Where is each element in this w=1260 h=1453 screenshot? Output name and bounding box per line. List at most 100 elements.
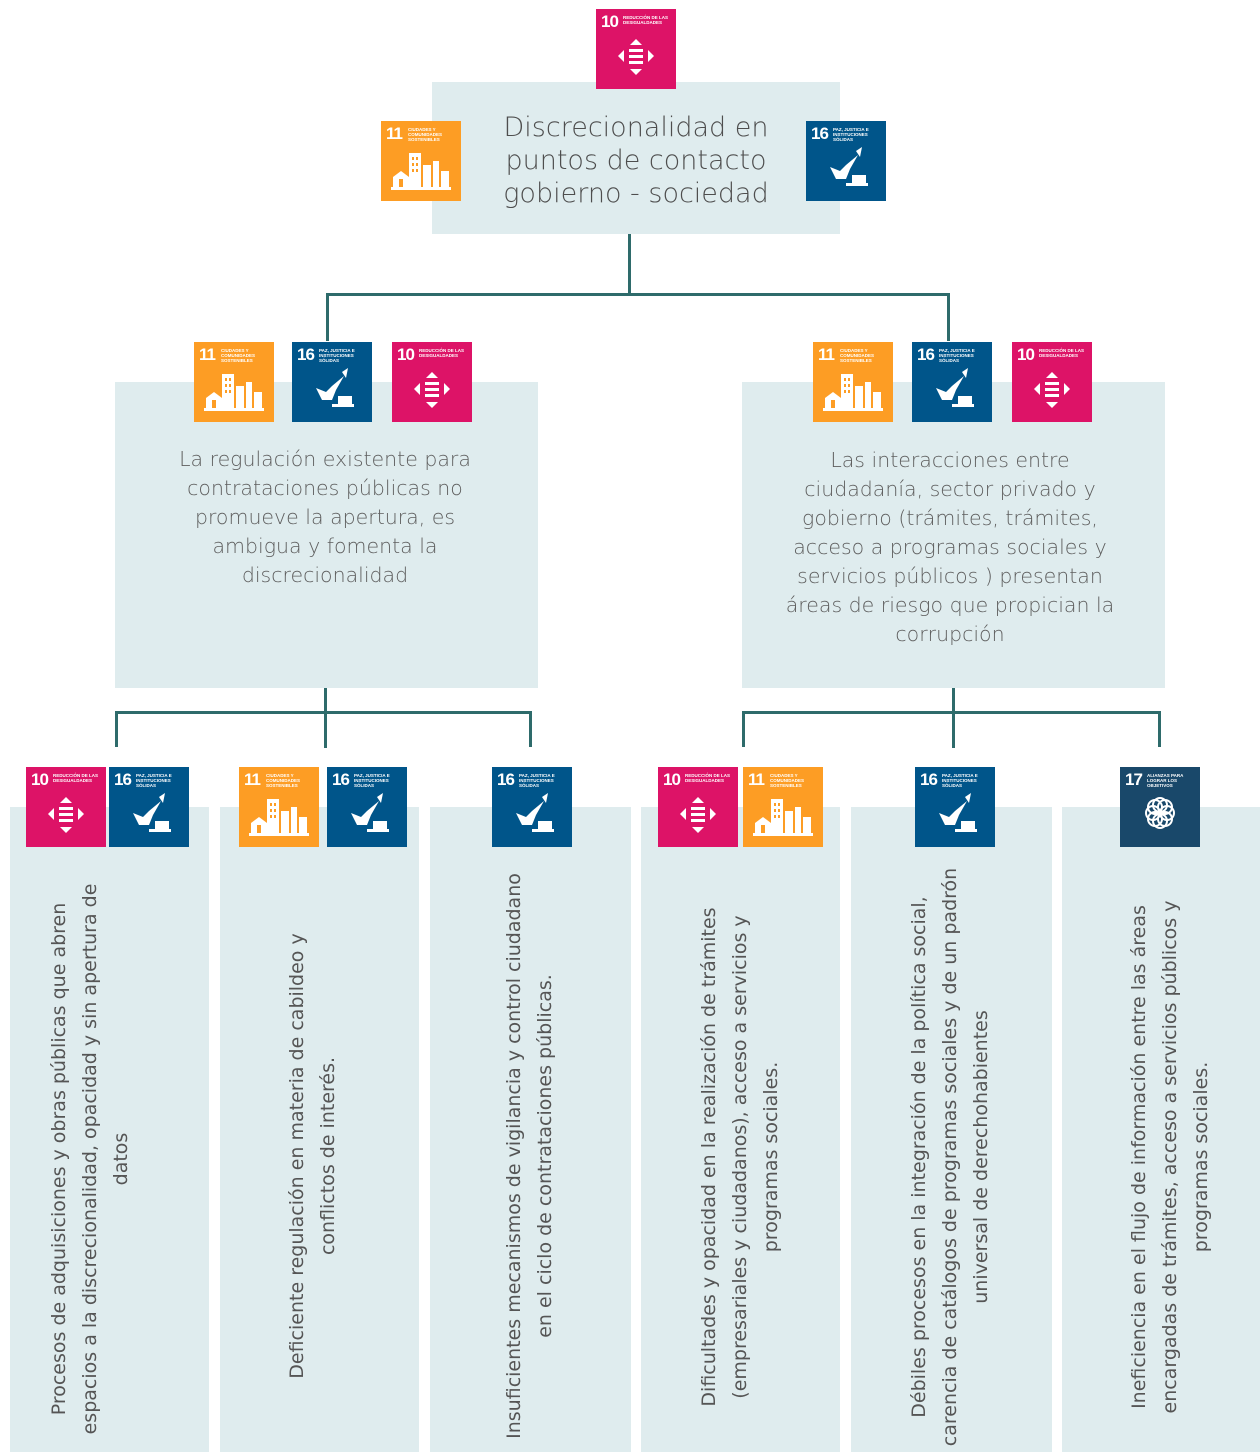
sustainable-cities-icon xyxy=(204,374,264,411)
sdg16-badge: 16 PAZ, JUSTICIA E INSTITUCIONES SÓLIDAS xyxy=(915,767,995,847)
connector-leaf-4 xyxy=(742,711,745,747)
sdg-number: 11 xyxy=(748,770,765,789)
sdg-number: 16 xyxy=(917,345,935,364)
sdg-caption: PAZ, JUSTICIA E INSTITUCIONES SÓLIDAS xyxy=(942,773,978,788)
connector-leaf-1 xyxy=(115,711,118,747)
peace-justice-icon xyxy=(830,147,868,186)
leaf-text-5: Débiles procesos en la integración de la… xyxy=(907,867,992,1447)
sdg11-badge: 11 CIUDADES Y COMUNIDADES SOSTENIBLES xyxy=(194,342,274,422)
sdg-number: 16 xyxy=(920,770,938,789)
sdg11-badge: 11 CIUDADES Y COMUNIDADES SOSTENIBLES xyxy=(743,767,823,847)
peace-justice-icon xyxy=(133,793,171,832)
sustainable-cities-icon xyxy=(391,153,451,190)
peace-justice-icon xyxy=(316,368,354,407)
sdg11-badge: 11 CIUDADES Y COMUNIDADES SOSTENIBLES xyxy=(813,342,893,422)
peace-justice-icon xyxy=(516,793,554,832)
branch-box-right xyxy=(742,382,1165,688)
sdg16-badge: 16 PAZ, JUSTICIA E INSTITUCIONES SÓLIDAS xyxy=(327,767,407,847)
sdg-caption: PAZ, JUSTICIA E INSTITUCIONES SÓLIDAS xyxy=(939,348,975,363)
sdg11-badge: 11 CIUDADES Y COMUNIDADES SOSTENIBLES xyxy=(381,121,461,201)
connector-right-branch-down xyxy=(952,688,955,748)
peace-justice-icon xyxy=(936,368,974,407)
sdg-caption: PAZ, JUSTICIA E INSTITUCIONES SÓLIDAS xyxy=(354,773,390,788)
root-box xyxy=(432,82,840,234)
sdg17-badge: 17 ALIANZAS PARA LOGRAR LOS OBJETIVOS xyxy=(1120,767,1200,847)
sdg16-badge: 16 PAZ, JUSTICIA E INSTITUCIONES SÓLIDAS xyxy=(492,767,572,847)
leaf-box-1 xyxy=(10,807,209,1452)
sdg-number: 16 xyxy=(114,770,132,789)
connector-root-horizontal xyxy=(326,293,950,296)
leaf-text-1: Procesos de adquisiciones y obras públic… xyxy=(47,883,132,1435)
sdg-caption: REDUCCIÓN DE LAS DESIGUALDADES xyxy=(685,773,731,783)
leaf-text-4: Dificultades y opacidad en la realizació… xyxy=(697,907,782,1407)
sdg16-badge: 16 PAZ, JUSTICIA E INSTITUCIONES SÓLIDAS xyxy=(109,767,189,847)
sdg-caption: CIUDADES Y COMUNIDADES SOSTENIBLES xyxy=(408,127,443,142)
leaf-box-5 xyxy=(851,807,1052,1452)
leaf-box-2 xyxy=(220,807,419,1452)
branch-text-right: Las interacciones entre ciudadanía, sect… xyxy=(785,448,1115,646)
branch-box-left xyxy=(115,382,538,688)
sdg-number: 10 xyxy=(31,770,49,789)
partnerships-icon xyxy=(1145,797,1175,829)
reduced-inequalities-icon xyxy=(48,797,84,833)
sdg10-badge: 10 REDUCCIÓN DE LAS DESIGUALDADES xyxy=(26,767,106,847)
leaf-box-6 xyxy=(1062,807,1260,1452)
sdg-number: 16 xyxy=(811,124,829,143)
sdg-caption: PAZ, JUSTICIA E INSTITUCIONES SÓLIDAS xyxy=(319,348,355,363)
sdg-number: 11 xyxy=(386,124,403,143)
sdg16-badge: 16 PAZ, JUSTICIA E INSTITUCIONES SÓLIDAS xyxy=(292,342,372,422)
connector-left-drop xyxy=(326,293,329,341)
sdg10-badge: 10 REDUCCIÓN DE LAS DESIGUALDADES xyxy=(658,767,738,847)
sdg-caption: CIUDADES Y COMUNIDADES SOSTENIBLES xyxy=(266,773,301,788)
branch-text-left: La regulación existente para contratacio… xyxy=(179,447,471,587)
sdg-number: 10 xyxy=(1017,345,1035,364)
reduced-inequalities-icon xyxy=(680,797,716,833)
connector-left-horizontal xyxy=(115,711,532,714)
leaf-box-3 xyxy=(430,807,631,1452)
reduced-inequalities-icon xyxy=(618,39,654,75)
leaf-text-6: Ineficiencia en el flujo de información … xyxy=(1127,900,1212,1414)
sdg-caption: REDUCCIÓN DE LAS DESIGUALDADES xyxy=(419,348,465,358)
sustainable-cities-icon xyxy=(823,374,883,411)
sdg-number: 11 xyxy=(818,345,835,364)
reduced-inequalities-icon xyxy=(1034,372,1070,408)
sdg-number: 16 xyxy=(297,345,315,364)
sdg-caption: ALIANZAS PARA LOGRAR LOS OBJETIVOS xyxy=(1147,773,1184,788)
sdg-number: 16 xyxy=(497,770,515,789)
connector-root-down xyxy=(628,233,631,295)
sdg10-badge: 10 REDUCCIÓN DE LAS DESIGUALDADES xyxy=(1012,342,1092,422)
sdg-number: 16 xyxy=(332,770,350,789)
leaf-text-3: Insuficientes mecanismos de vigilancia y… xyxy=(503,873,556,1439)
peace-justice-icon xyxy=(351,793,389,832)
sdg-caption: CIUDADES Y COMUNIDADES SOSTENIBLES xyxy=(770,773,805,788)
leaf-box-4 xyxy=(641,807,840,1452)
sdg-number: 11 xyxy=(199,345,216,364)
sdg-caption: REDUCCIÓN DE LAS DESIGUALDADES xyxy=(53,773,99,783)
reduced-inequalities-icon xyxy=(414,372,450,408)
connector-leaf-6 xyxy=(1158,711,1161,747)
sdg16-badge: 16 PAZ, JUSTICIA E INSTITUCIONES SÓLIDAS xyxy=(912,342,992,422)
sdg-caption: CIUDADES Y COMUNIDADES SOSTENIBLES xyxy=(840,348,875,363)
leaf-text-2: Deficiente regulación en materia de cabi… xyxy=(286,933,339,1379)
sdg10-badge: 10 REDUCCIÓN DE LAS DESIGUALDADES xyxy=(596,9,676,89)
sdg-number: 17 xyxy=(1125,770,1143,789)
sdg-number: 10 xyxy=(601,12,619,31)
sdg-caption: CIUDADES Y COMUNIDADES SOSTENIBLES xyxy=(221,348,256,363)
sdg11-badge: 11 CIUDADES Y COMUNIDADES SOSTENIBLES xyxy=(239,767,319,847)
sustainable-cities-icon xyxy=(249,799,309,836)
sdg-caption: REDUCCIÓN DE LAS DESIGUALDADES xyxy=(623,15,669,25)
sdg-caption: PAZ, JUSTICIA E INSTITUCIONES SÓLIDAS xyxy=(136,773,172,788)
connector-leaf-3 xyxy=(529,711,532,747)
sdg-caption: REDUCCIÓN DE LAS DESIGUALDADES xyxy=(1039,348,1085,358)
root-text: Discrecionalidad en puntos de contacto g… xyxy=(503,111,769,209)
sdg-number: 11 xyxy=(244,770,261,789)
sdg-caption: PAZ, JUSTICIA E INSTITUCIONES SÓLIDAS xyxy=(519,773,555,788)
sdg-number: 10 xyxy=(663,770,681,789)
connector-right-drop xyxy=(947,293,950,341)
connector-right-horizontal xyxy=(742,711,1161,714)
sdg-caption: PAZ, JUSTICIA E INSTITUCIONES SÓLIDAS xyxy=(833,127,869,142)
connector-left-branch-down xyxy=(324,688,327,748)
sustainable-cities-icon xyxy=(753,799,813,836)
sdg16-badge: 16 PAZ, JUSTICIA E INSTITUCIONES SÓLIDAS xyxy=(806,121,886,201)
